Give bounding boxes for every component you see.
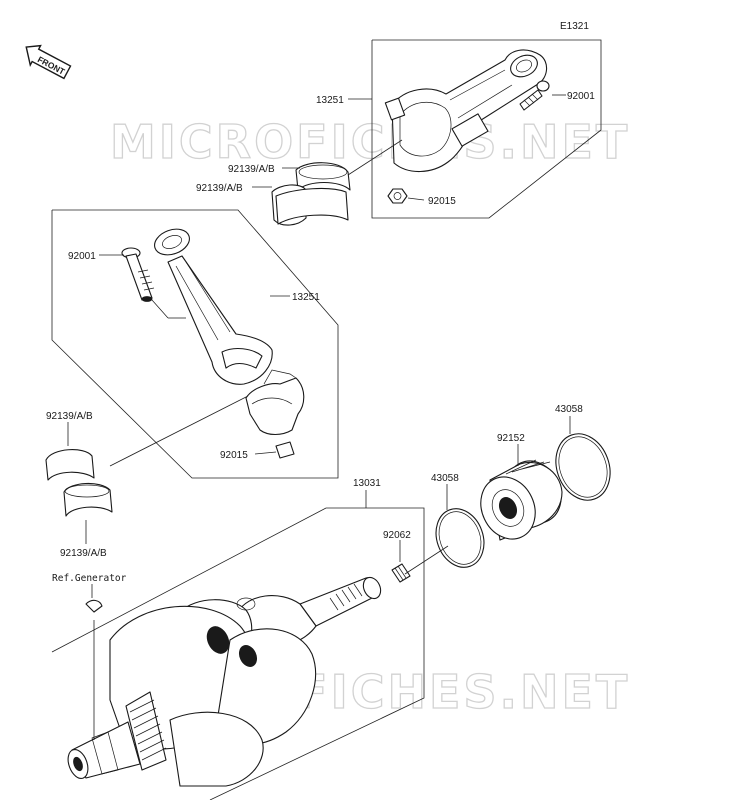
ball-bearing-92152 xyxy=(480,459,563,541)
crankshaft-13031 xyxy=(67,576,382,787)
label-13031: 13031 xyxy=(353,478,381,489)
label-43058-left: 43058 xyxy=(431,473,459,484)
woodruff-key xyxy=(85,599,103,613)
rod-cap-lower xyxy=(245,369,305,436)
ring-43058-right xyxy=(555,433,611,501)
ring-43058-left xyxy=(435,508,485,568)
plug-92062 xyxy=(391,563,411,583)
crankshaft-callout-box xyxy=(51,507,425,800)
front-arrow-icon: FRONT xyxy=(25,44,72,80)
bearing-shells-lower xyxy=(45,449,113,517)
label-92062: 92062 xyxy=(383,530,411,541)
watermark-top: MICROFICHES.NET xyxy=(110,115,630,169)
label-92015-lower: 92015 xyxy=(220,450,248,461)
bearing-shells-upper xyxy=(271,162,351,226)
nut-upper xyxy=(387,188,408,204)
label-92152: 92152 xyxy=(497,433,525,444)
label-92001-lower: 92001 xyxy=(68,251,96,262)
bolt-lower xyxy=(121,247,155,302)
upper-rod-group: 13251 92001 92015 xyxy=(316,39,602,219)
label-92139-upper-a: 92139/A/B xyxy=(228,164,275,175)
label-92139-lower-a: 92139/A/B xyxy=(46,411,93,422)
label-92139-upper-b: 92139/A/B xyxy=(196,183,243,194)
diagram-code: E1321 xyxy=(560,21,589,32)
label-92139-lower-b: 92139/A/B xyxy=(60,548,107,559)
lower-rod-group: 92001 13251 92015 xyxy=(51,209,339,479)
connecting-rod-lower xyxy=(154,228,273,385)
label-92015-upper: 92015 xyxy=(428,196,456,207)
label-92001-upper: 92001 xyxy=(567,91,595,102)
label-13251-upper: 13251 xyxy=(316,95,344,106)
bolt-upper xyxy=(519,80,550,111)
connecting-rod-upper xyxy=(384,49,548,173)
label-43058-right: 43058 xyxy=(555,404,583,415)
nut-lower xyxy=(275,441,295,459)
label-ref-generator: Ref.Generator xyxy=(52,573,127,584)
label-13251-lower: 13251 xyxy=(292,292,320,303)
